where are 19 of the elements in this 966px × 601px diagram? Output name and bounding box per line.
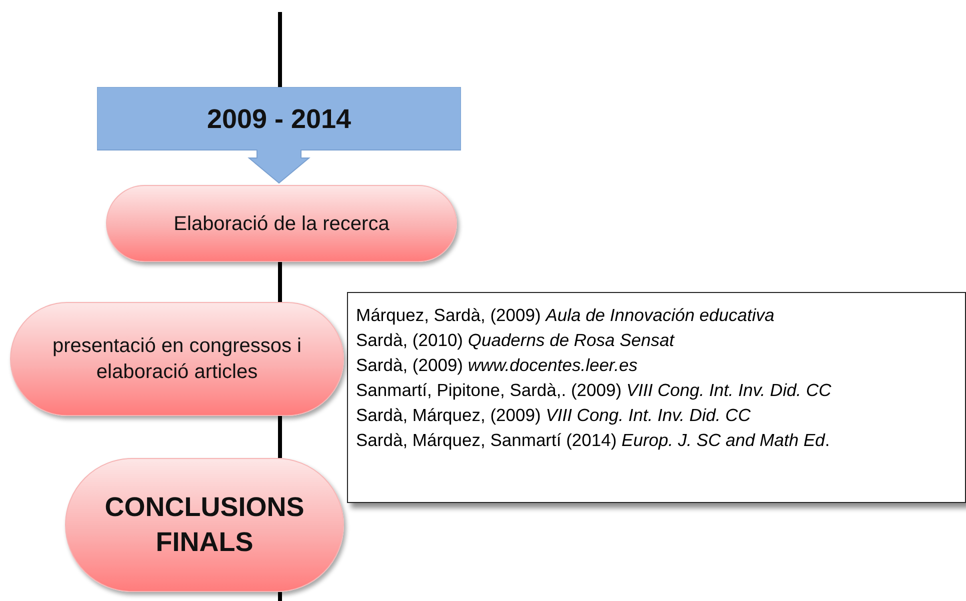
connector-line <box>278 416 282 458</box>
arrow-callout <box>97 87 461 184</box>
rounded-box <box>65 458 344 592</box>
reference-box <box>347 292 966 503</box>
reference-text: Sardà, Márquez, Sanmartí (2014) Europ. J. SC and Math Ed. <box>356 429 830 452</box>
step-label: CONCLUSIONS FINALS <box>104 490 306 559</box>
reference-text: Sardà, (2009) www.docentes.leer.es <box>356 354 638 377</box>
connector-line <box>278 262 282 302</box>
reference-text: Sardà, Márquez, (2009) VIII Cong. Int. Inv. Did. CC <box>356 404 751 427</box>
connector-line <box>278 12 282 87</box>
reference-text: Márquez, Sardà, (2009) Aula de Innovación educativa <box>356 304 774 327</box>
reference-text: Sardà, (2010) Quaderns de Rosa Sensat <box>356 329 674 352</box>
reference-text: Sanmartí, Pipitone, Sardà,. (2009) VIII Cong. Int. Inv. Did. CC <box>356 379 832 402</box>
step-label: presentació en congressos i elaboració articles <box>51 334 303 385</box>
rounded-box <box>106 185 457 262</box>
step-label: Elaboració de la recerca <box>174 212 390 236</box>
rounded-box <box>10 302 344 416</box>
year-range: 2009 - 2014 <box>206 104 352 135</box>
connector-line <box>278 592 282 601</box>
